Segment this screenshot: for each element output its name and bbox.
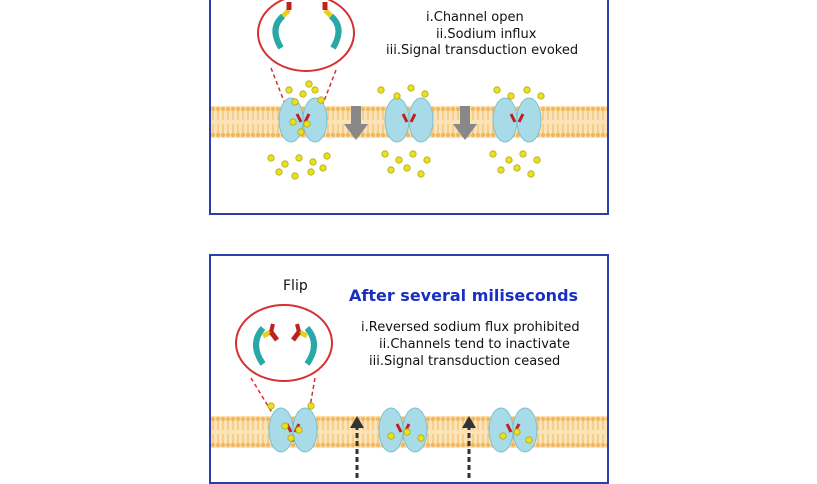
sodium-ion [407,84,415,92]
sodium-ion [523,86,531,94]
top-panel-illustration [211,0,607,180]
sodium-ion [289,118,297,126]
step-3-top: iii.Signal transduction evoked [386,43,579,58]
step-2-top: ii.Sodium influx [436,27,537,42]
sodium-ion [267,402,275,410]
sodium-ion [493,86,501,94]
sodium-ion [513,428,521,436]
sodium-ion [295,426,303,434]
sodium-ion [295,154,303,162]
sodium-channel-protein [492,97,542,143]
sodium-ion [423,156,431,164]
sodium-ion [507,92,515,100]
down-arrow-2 [453,106,477,140]
sodium-ion [403,428,411,436]
sodium-ion [285,86,293,94]
sodium-ion [417,434,425,442]
sodium-ion [499,432,507,440]
sodium-ion [527,170,535,178]
sodium-ion [267,154,275,162]
sodium-ion [497,166,505,174]
sodium-ion [377,86,385,94]
sodium-ion [291,98,299,106]
bottom-heading: After several miliseconds [349,286,579,305]
sodium-ion [505,156,513,164]
flip-label: Flip [283,278,308,294]
sodium-ion [403,164,411,172]
sodium-ion [525,436,533,444]
sodium-ion [309,158,317,166]
sodium-ion [281,160,289,168]
sodium-ion [299,90,307,98]
sodium-ion [417,170,425,178]
sodium-ion [307,168,315,176]
step-1-top: i.Channel open [426,10,524,25]
sodium-ion [319,164,327,172]
sodium-ion [533,156,541,164]
sodium-ion [489,150,497,158]
sodium-channel-protein [384,97,434,143]
zoom-circle-bottom [235,304,333,382]
bottom-panel-illustration [211,304,607,478]
sodium-ion [393,92,401,100]
sodium-channel-protein [268,407,318,453]
step-2-bottom: ii.Channels tend to inactivate [379,337,570,352]
residue-pair-flipped [253,323,317,366]
residue-pair-open [272,2,342,50]
sodium-ion [281,422,289,430]
sodium-ion [381,150,389,158]
sodium-ion [311,86,319,94]
sodium-ion [317,96,325,104]
sodium-ion [287,434,295,442]
top-panel: i.Channel open ii.Sodium influx iii.Sign… [209,0,609,215]
sodium-ion [297,128,305,136]
sodium-ion [387,432,395,440]
sodium-ion [409,150,417,158]
sodium-ion [291,172,299,180]
sodium-ion [305,80,313,88]
bottom-panel: Flip After several miliseconds i.Reverse… [209,254,609,484]
sodium-ion [421,90,429,98]
sodium-ion [395,156,403,164]
step-1-bottom: i.Reversed sodium flux prohibited [361,320,580,335]
sodium-ion [307,402,315,410]
sodium-ion [323,152,331,160]
sodium-ion [537,92,545,100]
sodium-ion [387,166,395,174]
sodium-ion [513,164,521,172]
sodium-ion [275,168,283,176]
down-arrow-1 [344,106,368,140]
sodium-ion [519,150,527,158]
step-3-bottom: iii.Signal transduction ceased [369,354,561,369]
sodium-ion [303,120,311,128]
